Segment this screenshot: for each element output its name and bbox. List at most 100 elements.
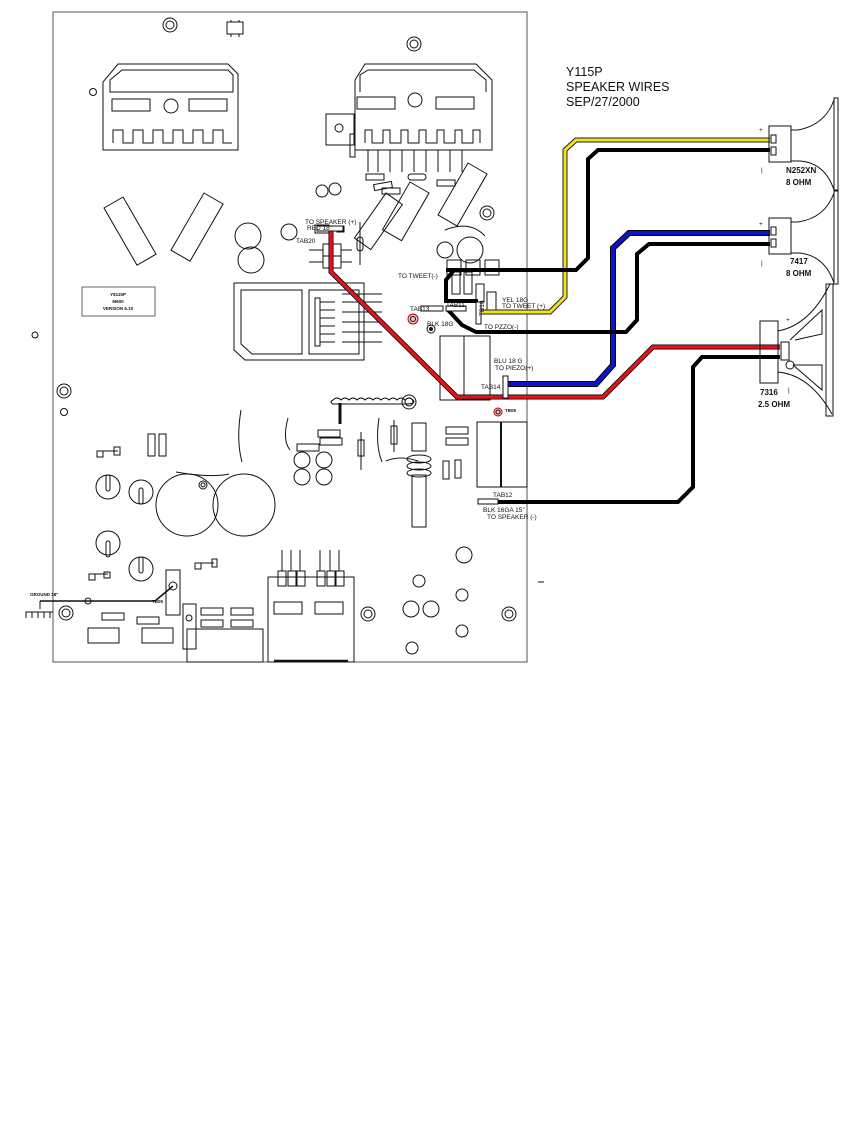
- relay-vertical-2-pin: [185, 614, 193, 622]
- relay-left-2: [136, 616, 174, 644]
- via-left: [89, 88, 97, 96]
- output-connector-block: [267, 550, 355, 663]
- arc-outline-6: [385, 457, 419, 462]
- tab14-terminal: [502, 375, 509, 399]
- filter-cap-1: [155, 473, 219, 537]
- arc-outline-3: [284, 417, 291, 451]
- capacitor-slanted-4: [381, 181, 430, 242]
- model-title: Y115P: [566, 65, 603, 79]
- speaker-3-model: 7316: [760, 388, 778, 397]
- cap-round-5: [436, 241, 454, 259]
- label-ground-tab: TB05: [152, 599, 164, 604]
- capacitor-slanted-3: [353, 192, 404, 251]
- mount-hole-bottom-left: [58, 605, 74, 621]
- label-to-pizzo-plus: TO PIEZO(+): [495, 365, 533, 372]
- speaker-2-plus: +: [759, 221, 763, 228]
- jumpers-bottom: [200, 607, 254, 628]
- red-standoff-lower: [493, 407, 503, 417]
- label-yel-18g: YEL 18G: [502, 297, 528, 304]
- wire-black-tweeter: [444, 148, 770, 303]
- tab13-standoff: [407, 313, 419, 325]
- tab12-terminal: [477, 498, 499, 505]
- speaker-1-minus: |: [761, 167, 763, 174]
- relay-vertical-1: [165, 569, 181, 616]
- wire-red-outline: [328, 229, 780, 400]
- wire-blue: [507, 231, 770, 386]
- cap-small-2: [328, 182, 342, 196]
- mount-hole-bottom-right: [501, 606, 517, 622]
- label-tab12: TAB12: [493, 492, 513, 499]
- wire-black-piezo: [446, 242, 770, 334]
- ic-chip-1: [411, 422, 427, 452]
- mount-hole-top-right: [406, 36, 422, 52]
- arc-outline-5: [377, 417, 383, 463]
- via-left-2: [60, 408, 68, 416]
- board-label-line2: M600: [112, 299, 124, 304]
- speaker-3-horn: [759, 283, 834, 417]
- speaker-3-plus: +: [786, 317, 790, 324]
- transistor-3: [455, 624, 469, 638]
- crossover-block-upper: [439, 335, 491, 401]
- tab13-terminal: [420, 305, 444, 312]
- jumper-left-1: [96, 446, 121, 458]
- mount-hole-mid-right: [479, 205, 495, 221]
- tb10-terminal: [475, 301, 482, 325]
- relay-vertical-1-pin: [168, 581, 178, 591]
- label-tab11: TAB11: [446, 302, 465, 309]
- arc-outline-4: [175, 471, 230, 477]
- cap-round-3: [280, 223, 298, 241]
- label-ground: GROUND 18": [30, 592, 58, 597]
- cap-small-1: [315, 184, 329, 198]
- speaker-1-model: N252XN: [786, 166, 816, 175]
- label-to-speaker-plus: TO SPEAKER (+): [305, 219, 356, 226]
- jumper-left-2: [88, 571, 111, 581]
- blk-standoff: [426, 324, 436, 334]
- title-block: Y115P SPEAKER WIRES SEP/27/2000: [566, 65, 670, 110]
- wire-yellow: [478, 138, 770, 314]
- transformer: [233, 282, 382, 361]
- label-red-wire: RED 18": [307, 225, 333, 232]
- speaker-1-plus: +: [759, 127, 763, 134]
- mount-hole-left: [56, 383, 72, 399]
- wire-red: [329, 229, 780, 399]
- tab11-terminal: [445, 305, 467, 312]
- diagram-date: SEP/27/2000: [566, 95, 640, 109]
- mount-hole-center: [401, 394, 417, 410]
- cap-round-1: [234, 222, 262, 250]
- tab20-terminal: [316, 225, 344, 232]
- speaker-2-impedance: 8 OHM: [786, 269, 812, 278]
- capacitor-slanted-5: [437, 162, 488, 227]
- resistors-top: [365, 173, 456, 195]
- pot-2: [128, 479, 154, 505]
- cap-bottom-3: [455, 546, 473, 564]
- cap-round-2: [237, 246, 265, 274]
- wire-yellow-outline: [478, 137, 770, 315]
- transistor-1: [412, 574, 426, 588]
- ic-top: [226, 20, 244, 37]
- jumper-mid-1: [194, 558, 218, 570]
- speaker-1-horn: [768, 97, 839, 191]
- resistors-middle: [293, 420, 398, 486]
- standoff-center: [198, 480, 208, 490]
- crossover-block-lower: [476, 421, 528, 488]
- speaker-1-impedance: 8 OHM: [786, 178, 812, 187]
- transistor-4: [405, 641, 419, 655]
- speaker-2-minus: |: [761, 260, 763, 267]
- heatsink-left: [102, 63, 239, 151]
- speaker-3-impedance: 2.5 OHM: [758, 400, 790, 409]
- cap-bottom-1: [402, 600, 420, 618]
- label-to-speaker-minus: TO SPEAKER (-): [487, 514, 537, 521]
- label-to-tweet-plus: TO TWEET (+): [502, 303, 545, 310]
- relay-vertical-2: [182, 603, 197, 650]
- relay-bottom: [186, 628, 264, 663]
- mount-hole-top-left: [162, 17, 178, 33]
- cap-round-4: [456, 236, 484, 264]
- filter-cap-2: [212, 473, 276, 537]
- pot-4: [128, 556, 154, 582]
- mount-hole-bottom-mid: [360, 606, 376, 622]
- label-blk-16ga: BLK 16GA 15": [483, 507, 525, 514]
- diagram-subtitle: SPEAKER WIRES: [566, 80, 670, 94]
- via-outside: [31, 331, 39, 339]
- pot-1: [95, 474, 121, 500]
